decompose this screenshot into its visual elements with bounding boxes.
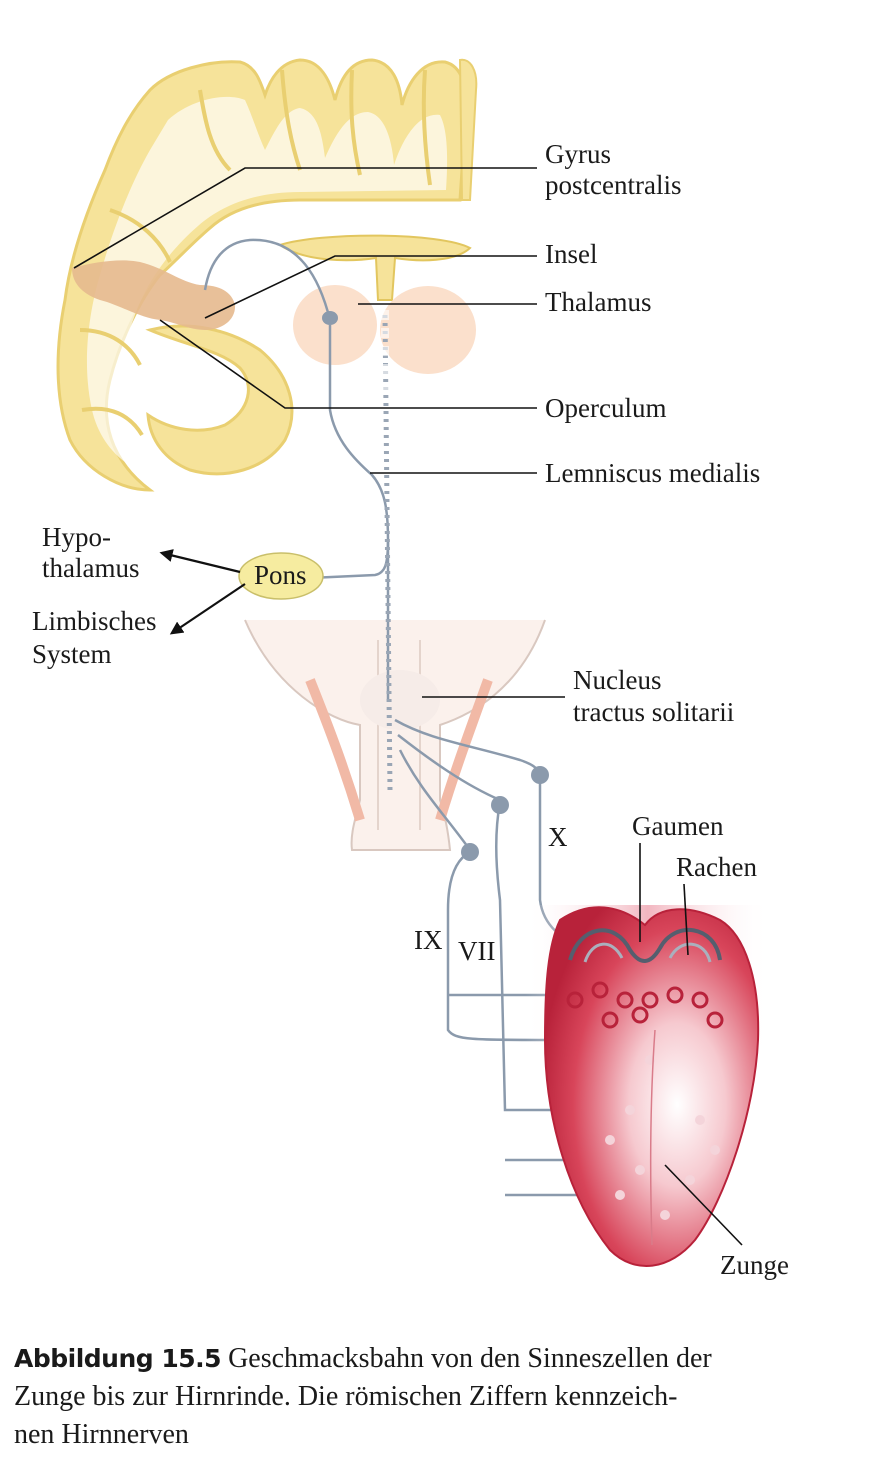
brainstem xyxy=(244,619,546,851)
leader-operculum xyxy=(159,319,537,409)
arrow-limbic-system xyxy=(169,583,246,635)
label-gyrus-line1: Gyrus xyxy=(545,139,611,169)
label-nerve-x: X xyxy=(548,822,568,852)
label-limbic-line2: System xyxy=(32,639,112,669)
arrow-hypothalamus xyxy=(159,549,241,574)
leader-lines xyxy=(73,167,743,1246)
taste-pathway-diagram: Pons xyxy=(32,58,789,1280)
label-gaumen: Gaumen xyxy=(632,811,724,841)
thalamus-region xyxy=(293,285,476,374)
leader-gyrus xyxy=(73,167,537,269)
label-hypothalamus-line1: Hypo- xyxy=(42,522,111,552)
insula-region xyxy=(72,260,236,330)
label-hypothalamus-line2: thalamus xyxy=(42,553,139,583)
leader-rachen xyxy=(683,883,689,956)
pons-label: Pons xyxy=(254,560,307,590)
label-nucleus-line1: Nucleus xyxy=(573,665,661,695)
leader-zunge xyxy=(664,1164,743,1246)
caption-line-2: Zunge bis zur Hirnrinde. Die römischen Z… xyxy=(14,1381,678,1412)
label-lemniscus: Lemniscus medialis xyxy=(545,458,760,488)
leader-insel xyxy=(204,255,537,319)
label-zunge: Zunge xyxy=(720,1250,789,1280)
label-nerve-vii: VII xyxy=(458,936,495,966)
caption-line-1: Geschmacksbahn von den Sinneszellen der xyxy=(221,1343,712,1374)
label-gyrus-line2: postcentralis xyxy=(545,170,681,200)
label-insel: Insel xyxy=(545,239,597,269)
label-nucleus-line2: tractus solitarii xyxy=(573,697,734,727)
figure-caption: Abbildung 15.5 Geschmacksbahn von den Si… xyxy=(14,1340,864,1454)
nerve-ganglia xyxy=(461,766,549,861)
lemniscus-path xyxy=(381,310,393,791)
label-rachen: Rachen xyxy=(676,852,757,882)
label-limbic-line1: Limbisches xyxy=(32,606,156,636)
tongue xyxy=(525,905,770,1267)
label-operculum: Operculum xyxy=(545,393,666,423)
pons-node: Pons xyxy=(238,552,324,600)
diagram-labels: Gyrus postcentralis Insel Thalamus Operc… xyxy=(32,139,789,1280)
label-thalamus: Thalamus xyxy=(545,287,651,317)
caption-line-3: nen Hirnnerven xyxy=(14,1419,189,1450)
label-nerve-ix: IX xyxy=(414,925,443,955)
output-arrows xyxy=(159,549,246,635)
caption-title: Abbildung 15.5 xyxy=(14,1344,222,1373)
